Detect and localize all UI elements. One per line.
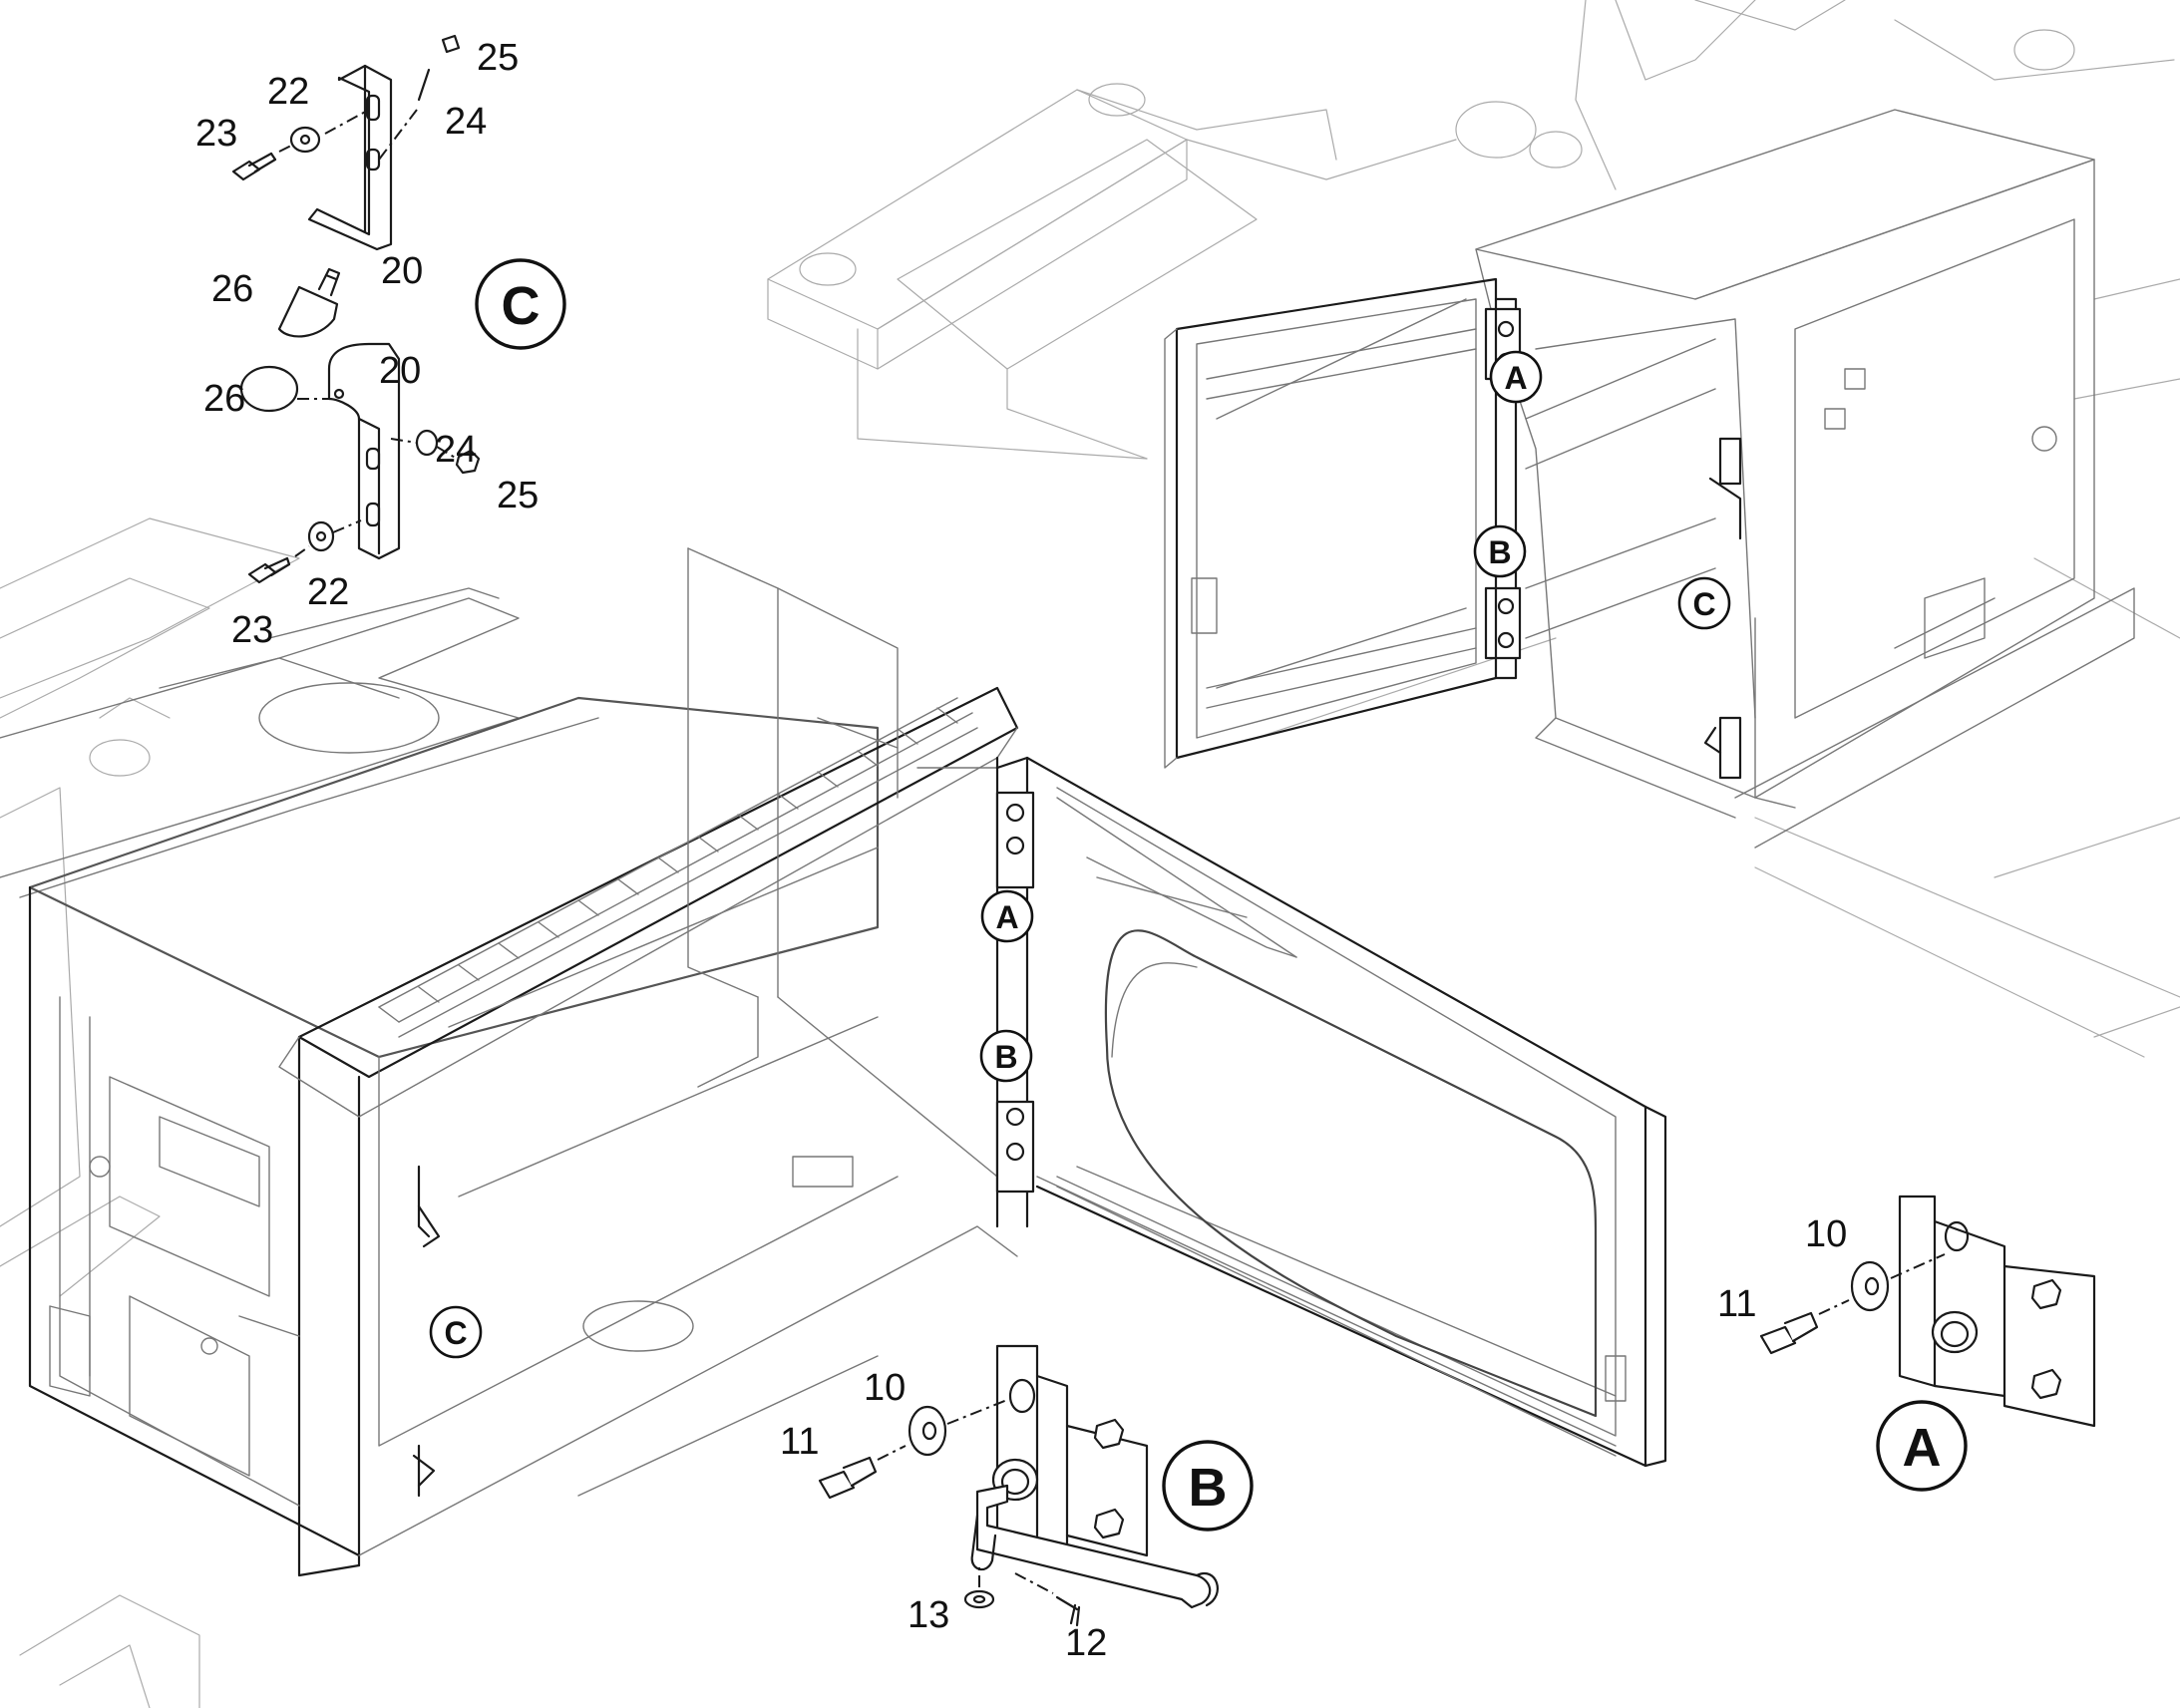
washer-24-lower: [415, 429, 439, 457]
hinge-plate-b: [991, 1344, 1149, 1557]
background-frame-top: [767, 0, 2180, 1058]
detail-title-c: C: [475, 258, 566, 350]
part-number-13: 13: [908, 1594, 949, 1636]
bolt-11-b: [818, 1456, 878, 1500]
detail-c-assembly: [231, 34, 481, 584]
svg-text:A: A: [995, 899, 1018, 935]
callout-b-top: B: [1473, 524, 1527, 578]
washer-10-b: [908, 1405, 947, 1457]
cap-25-upper: [441, 34, 461, 54]
bolt-11-a: [1759, 1311, 1819, 1355]
part-number-24: 24: [435, 429, 477, 471]
washer-22-upper: [289, 126, 321, 154]
upper-cabinet-assembly: [1164, 109, 2135, 849]
part-number-11: 11: [1717, 1283, 1756, 1325]
callout-c-top: C: [1677, 576, 1731, 630]
hinge-plate-a: [1898, 1195, 2096, 1428]
louver-slots: [378, 697, 978, 1038]
part-number-10: 10: [1805, 1213, 1847, 1255]
detail-title-a: A: [1876, 1400, 1968, 1492]
pin-12-b: [1055, 1595, 1081, 1627]
svg-text:B: B: [1488, 534, 1511, 570]
part-number-22: 22: [267, 71, 309, 113]
detail-a-assembly: [1759, 1195, 2096, 1428]
washer-13-b: [963, 1589, 995, 1609]
callout-a-front: A: [980, 889, 1034, 943]
part-number-22: 22: [307, 571, 349, 613]
part-number-26: 26: [211, 268, 253, 310]
part-number-25: 25: [497, 475, 539, 516]
part-number-11: 11: [780, 1421, 819, 1463]
rubber-stop-26-lower: [239, 365, 299, 413]
svg-text:C: C: [1692, 586, 1715, 622]
part-number-10: 10: [864, 1367, 906, 1409]
rubber-stop-26-upper: [277, 267, 341, 338]
svg-text:B: B: [1189, 1458, 1228, 1518]
bracket-20-upper: [307, 64, 393, 251]
part-number-20: 20: [381, 250, 423, 292]
svg-text:C: C: [502, 276, 541, 336]
bolt-23-upper: [231, 152, 277, 181]
detail-title-b: B: [1162, 1440, 1254, 1532]
washer-10-a: [1850, 1260, 1890, 1312]
nut-25-lower: [455, 449, 481, 475]
callout-c-front: C: [429, 1305, 483, 1359]
background-frame-left: [0, 517, 300, 1708]
part-number-12: 12: [1065, 1622, 1107, 1664]
bracket-20-lower: [327, 342, 401, 560]
svg-text:A: A: [1903, 1418, 1942, 1478]
callout-a-top: A: [1489, 350, 1543, 404]
washer-22-lower: [307, 520, 335, 552]
svg-text:B: B: [994, 1039, 1017, 1075]
svg-text:A: A: [1504, 360, 1527, 396]
part-number-24: 24: [445, 101, 487, 143]
part-number-25: 25: [477, 37, 519, 79]
part-number-20: 20: [379, 350, 421, 392]
bolt-23-lower: [247, 556, 291, 584]
part-number-26: 26: [203, 378, 245, 420]
part-number-23: 23: [231, 609, 273, 651]
callout-b-front: B: [979, 1029, 1033, 1083]
lower-cabinet-assembly: [0, 547, 1667, 1577]
pin-24-upper: [417, 68, 431, 102]
detail-b-assembly: [818, 1344, 1219, 1627]
svg-text:C: C: [444, 1315, 467, 1351]
part-number-23: 23: [195, 113, 237, 155]
